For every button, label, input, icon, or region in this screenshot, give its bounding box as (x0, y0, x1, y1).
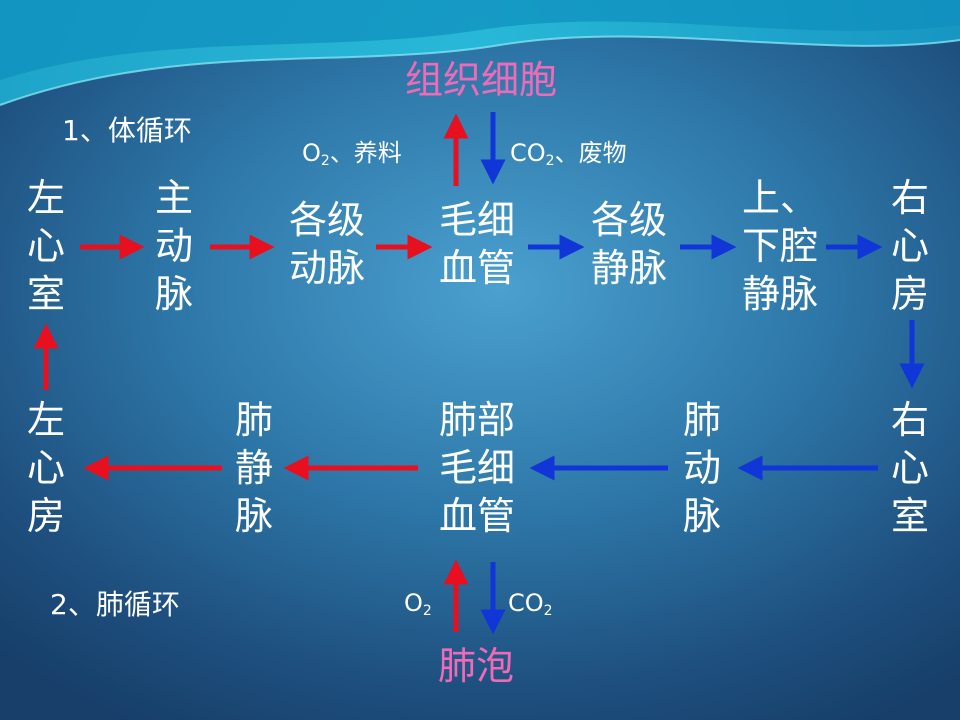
node-lung-capillaries: 肺部 毛细 血管 (438, 398, 515, 538)
node-capillaries: 毛细 血管 (438, 198, 515, 290)
node-veins: 各级 静脉 (590, 198, 667, 290)
node-pulmonary-artery: 肺 动 脉 (682, 398, 721, 538)
tissue-cells-label: 组织细胞 (404, 58, 557, 102)
node-arteries: 各级 动脉 (288, 198, 365, 290)
node-pulmonary-vein: 肺 静 脉 (234, 398, 273, 538)
o2-label-pulmonary: O2 (404, 589, 432, 619)
header-wave-decoration (0, 0, 960, 106)
co2-waste-label: CO2、废物 (510, 139, 627, 169)
node-vena-cava: 上、 下腔 静脉 (741, 176, 818, 316)
alveoli-label: 肺泡 (437, 644, 514, 688)
node-left-atrium: 左 心 房 (26, 398, 65, 538)
node-right-atrium: 右 心 房 (890, 176, 929, 316)
node-right-ventricle: 右 心 室 (890, 398, 929, 538)
node-aorta: 主 动 脉 (154, 176, 193, 316)
o2-nutrients-label: O2、养料 (302, 139, 402, 169)
section-title-systemic: 1、体循环 (62, 114, 192, 147)
node-left-ventricle: 左 心 室 (26, 176, 65, 316)
co2-label-pulmonary: CO2 (508, 589, 553, 619)
section-title-pulmonary: 2、肺循环 (50, 588, 180, 621)
